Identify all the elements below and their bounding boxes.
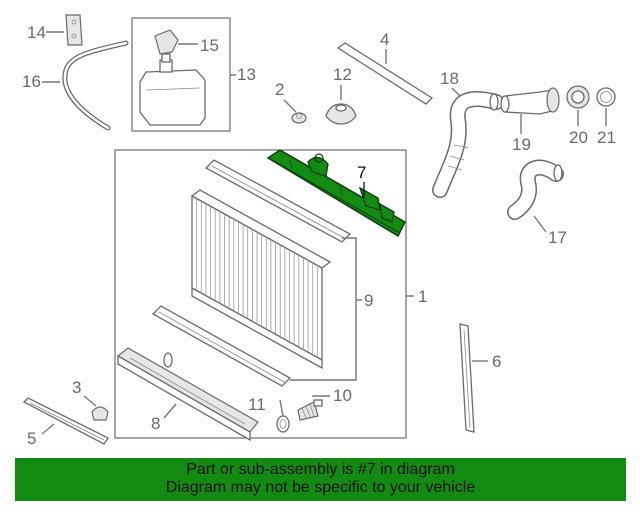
leader-8 [163, 403, 177, 419]
callout-13: 13 [237, 65, 256, 84]
part-9-gasket-upper[interactable] [204, 159, 352, 243]
leader-3 [83, 395, 97, 407]
callout-5: 5 [27, 429, 36, 448]
callout-2: 2 [275, 80, 284, 99]
callout-1: 1 [418, 287, 427, 306]
part-19-water-outlet[interactable] [500, 87, 560, 115]
callout-16: 16 [22, 72, 41, 91]
leader-2 [283, 99, 297, 113]
callout-17: 17 [548, 228, 567, 247]
callout-7: 7 [357, 163, 366, 182]
callout-11: 11 [248, 395, 266, 414]
part-2-clip[interactable] [291, 112, 307, 124]
part-15-cap[interactable] [154, 29, 179, 63]
leader-11 [279, 399, 284, 417]
banner-line-1: Part or sub-assembly is #7 in diagram [186, 461, 455, 478]
part-8-lower-tank[interactable] [116, 347, 259, 442]
part-17-lower-hose[interactable] [507, 159, 564, 220]
part-16-hose[interactable] [62, 40, 129, 131]
part-11-o-ring[interactable] [276, 415, 290, 433]
part-1-radiator-assembly-box [114, 149, 407, 439]
part-7-upper-tank[interactable] [266, 149, 406, 238]
part-3-clip[interactable] [91, 406, 109, 421]
info-banner: Part or sub-assembly is #7 in diagram Di… [15, 458, 626, 501]
parts-diagram: 14 16 15 13 2 12 4 18 [22, 14, 616, 448]
callout-15: 15 [200, 36, 219, 55]
part-18-upper-hose[interactable] [432, 91, 504, 198]
leader-17 [533, 215, 547, 233]
part-12-radiator-cap[interactable] [325, 103, 357, 125]
part-5-lower-seal[interactable] [22, 397, 109, 445]
callout-3: 3 [72, 378, 81, 397]
callout-10: 10 [333, 386, 352, 405]
leader-9-bracket [290, 237, 357, 381]
callout-14: 14 [27, 23, 46, 42]
part-14-bracket[interactable] [65, 14, 83, 46]
callout-6: 6 [492, 352, 501, 371]
part-21-gasket[interactable] [596, 87, 616, 107]
part-20-thermostat[interactable] [566, 85, 590, 109]
banner-line-2: Diagram may not be specific to your vehi… [165, 479, 476, 496]
callout-18: 18 [440, 69, 459, 88]
part-6-side-seal[interactable] [459, 323, 475, 433]
part-1-radiator-core[interactable] [190, 189, 332, 370]
leader-5 [41, 423, 55, 435]
callout-9: 9 [364, 291, 373, 310]
part-10-drain-cock[interactable] [297, 399, 323, 421]
radiator-fins [196, 198, 318, 358]
callout-20: 20 [569, 128, 588, 147]
callout-4: 4 [380, 30, 389, 49]
part-13-reservoir[interactable] [139, 59, 206, 126]
callout-12: 12 [333, 65, 352, 84]
part-4-seal[interactable] [336, 42, 434, 105]
part-9-gasket-lower[interactable] [151, 305, 292, 387]
callout-19: 19 [512, 135, 531, 154]
callout-8: 8 [151, 414, 160, 433]
callout-21: 21 [597, 128, 616, 147]
